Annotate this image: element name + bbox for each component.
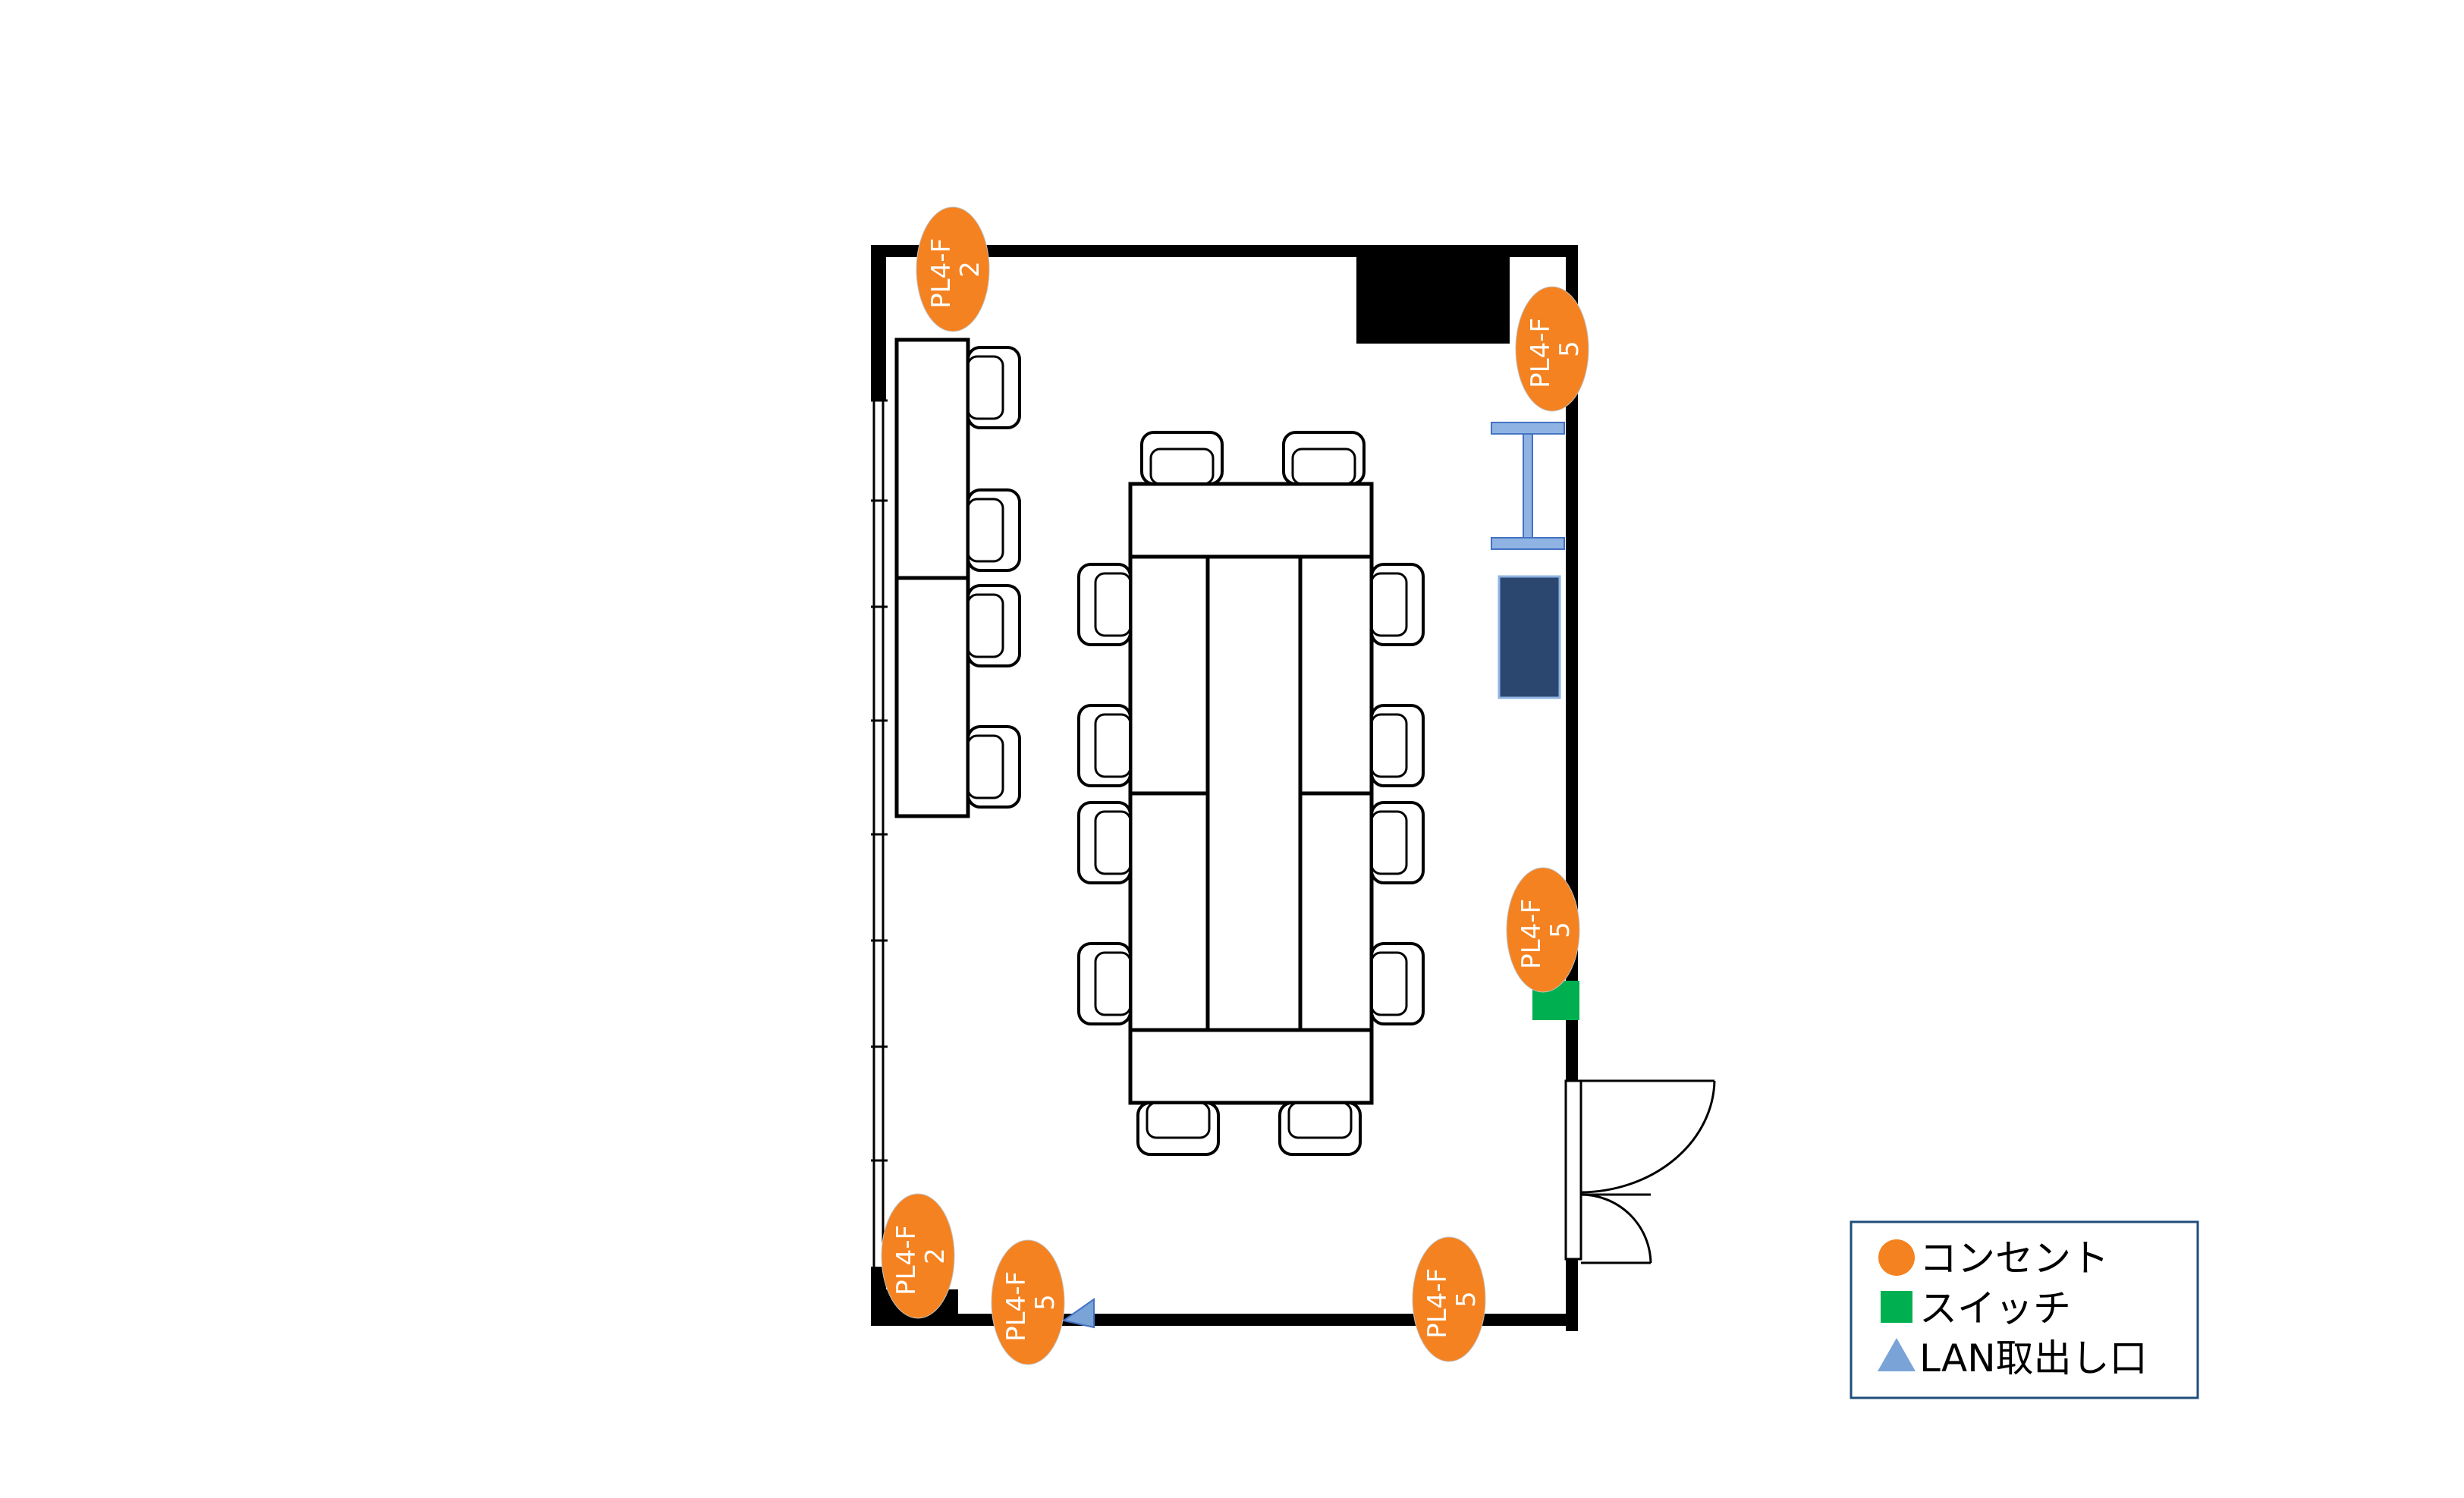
lan-outlet-marker bbox=[1061, 1298, 1095, 1329]
outlet-label-line2: 5 bbox=[1554, 341, 1585, 357]
side-counter bbox=[894, 338, 970, 818]
legend-switch-icon bbox=[1881, 1291, 1912, 1323]
chair bbox=[1077, 942, 1132, 1025]
chair bbox=[1370, 942, 1425, 1025]
legend-lan-label: LAN取出し口 bbox=[1919, 1336, 2148, 1380]
outlet: PL4-F 5 bbox=[1506, 867, 1580, 993]
whiteboard-stand bbox=[1491, 422, 1565, 550]
table-left-top bbox=[1128, 554, 1210, 796]
outlet-label-line2: 5 bbox=[1030, 1294, 1061, 1311]
chair bbox=[1370, 801, 1425, 884]
table-right-bottom bbox=[1298, 791, 1374, 1032]
chair bbox=[966, 346, 1021, 429]
outlet: PL4-F 2 bbox=[916, 206, 990, 332]
outlet-label-line1: PL4-F bbox=[1516, 899, 1547, 969]
svg-text:PL4-F 5: PL4-F 5 bbox=[1001, 1263, 1061, 1342]
chair bbox=[1077, 704, 1132, 787]
wall-left-upper bbox=[871, 245, 886, 400]
legend-outlet-label: コンセント bbox=[1919, 1236, 2109, 1280]
table-chairs bbox=[1077, 431, 1425, 1156]
chair bbox=[1370, 563, 1425, 646]
outlet: PL4-F 5 bbox=[1412, 1236, 1486, 1362]
legend-outlet-icon bbox=[1878, 1239, 1915, 1276]
table-end-top bbox=[1128, 482, 1374, 559]
outlet-label-line1: PL4-F bbox=[1001, 1271, 1032, 1342]
chair bbox=[1077, 563, 1132, 646]
table-left-bottom bbox=[1128, 791, 1210, 1032]
chair bbox=[966, 584, 1021, 667]
svg-text:PL4-F 5: PL4-F 5 bbox=[1526, 309, 1585, 388]
chair bbox=[1136, 1101, 1220, 1156]
svg-text:PL4-F 5: PL4-F 5 bbox=[1516, 890, 1576, 969]
corner-pillar-top-right bbox=[1356, 245, 1510, 344]
whiteboard-top-bar bbox=[1491, 422, 1565, 435]
chair bbox=[1140, 431, 1224, 485]
whiteboard-post bbox=[1523, 433, 1533, 539]
outlet-label-line2: 2 bbox=[920, 1248, 951, 1264]
whiteboard-bottom-bar bbox=[1491, 537, 1565, 550]
legend-lan-icon bbox=[1878, 1338, 1916, 1371]
chair bbox=[1282, 431, 1366, 485]
outlet: PL4-F 5 bbox=[1515, 286, 1589, 412]
outlet-label-line1: PL4-F bbox=[926, 238, 957, 309]
outlet-label-line2: 5 bbox=[1545, 922, 1576, 938]
svg-text:PL4-F 2: PL4-F 2 bbox=[891, 1217, 951, 1295]
wall-right-upper bbox=[1566, 245, 1578, 1081]
chair bbox=[1077, 801, 1132, 884]
chair bbox=[966, 725, 1021, 809]
outlet-label-line1: PL4-F bbox=[1526, 318, 1556, 388]
table-center bbox=[1205, 554, 1303, 1032]
outlet: PL4-F 5 bbox=[991, 1239, 1065, 1365]
table-right-top bbox=[1298, 554, 1374, 796]
outlet-label-line2: 2 bbox=[955, 261, 985, 278]
outlet: PL4-F 2 bbox=[881, 1193, 955, 1319]
door-frame bbox=[1564, 1079, 1582, 1261]
door bbox=[1564, 1079, 1716, 1264]
legend-switch-label: スイッチ bbox=[1919, 1286, 2071, 1330]
svg-text:PL4-F 2: PL4-F 2 bbox=[926, 230, 985, 309]
chair bbox=[1278, 1101, 1362, 1156]
wall-right-lower bbox=[1566, 1259, 1578, 1331]
monitor bbox=[1498, 575, 1561, 699]
legend: コンセント スイッチ LAN取出し口 bbox=[1850, 1220, 2199, 1399]
meeting-table bbox=[1128, 482, 1374, 1105]
counter-chairs bbox=[966, 346, 1021, 809]
chair bbox=[1370, 704, 1425, 787]
svg-text:PL4-F 5: PL4-F 5 bbox=[1422, 1260, 1482, 1339]
outlet-label-line1: PL4-F bbox=[891, 1225, 922, 1295]
chair bbox=[966, 488, 1021, 572]
table-end-bottom bbox=[1128, 1028, 1374, 1105]
window bbox=[871, 399, 888, 1267]
outlet-label-line2: 5 bbox=[1451, 1291, 1482, 1308]
outlet-label-line1: PL4-F bbox=[1422, 1268, 1453, 1339]
